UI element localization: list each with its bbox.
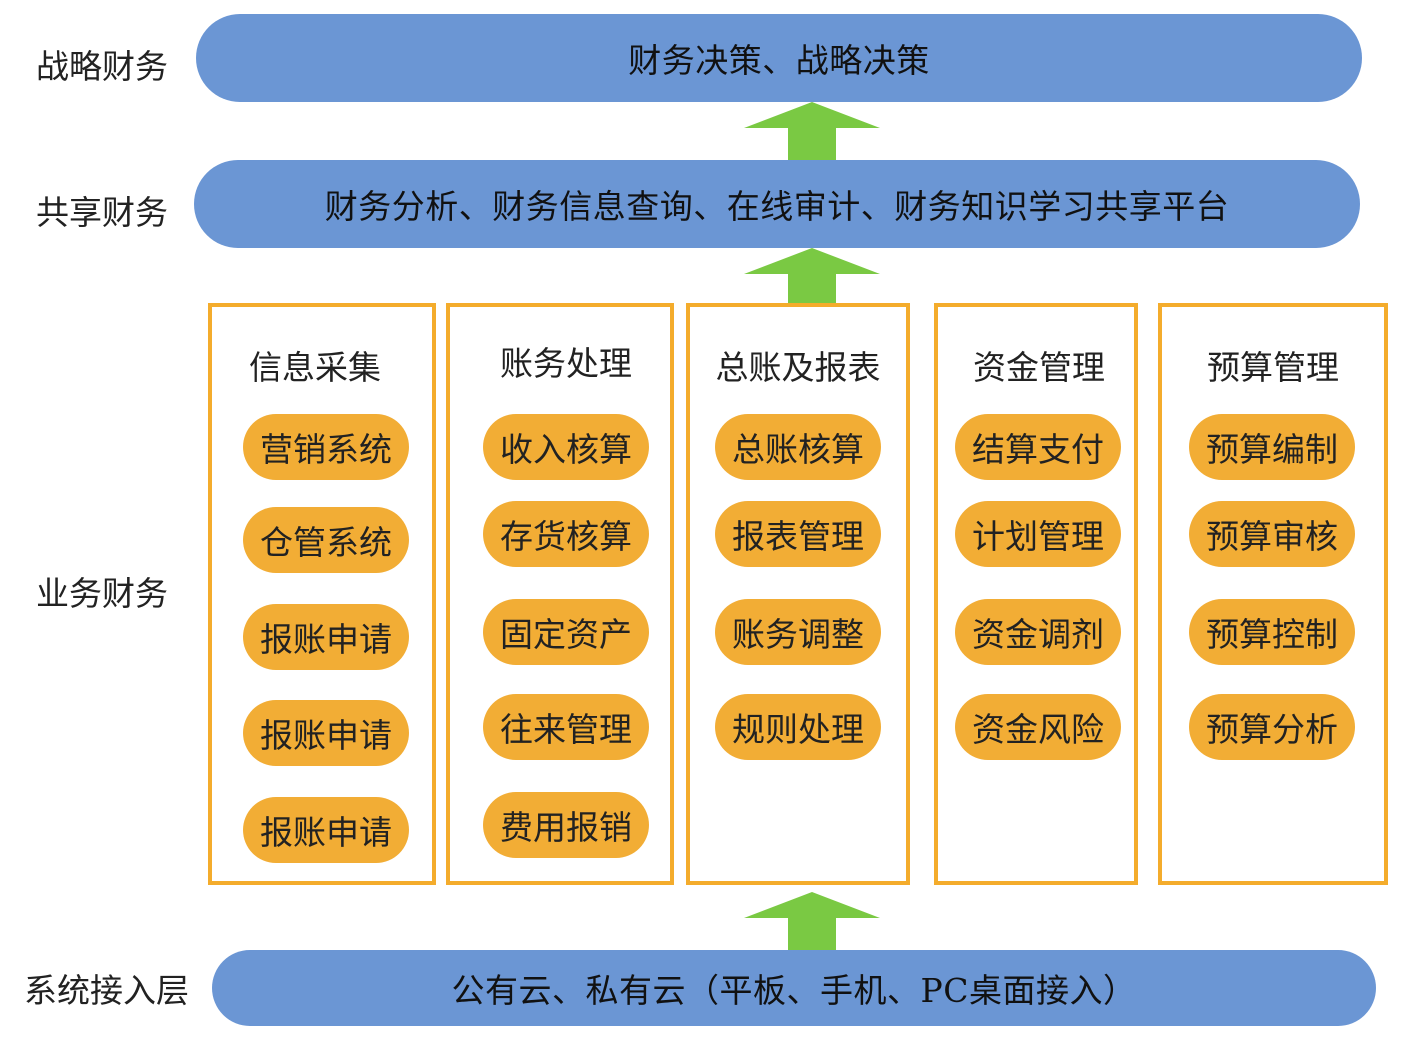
- module-accounting: 账务处理 收入核算 存货核算 固定资产 往来管理 费用报销: [446, 303, 674, 885]
- shared-band-text: 财务分析、财务信息查询、在线审计、财务知识学习共享平台: [324, 187, 1230, 226]
- module-budget: 预算管理 预算编制 预算审核 预算控制 预算分析: [1158, 303, 1388, 885]
- up-arrow-icon: [744, 248, 880, 306]
- module-item: 存货核算: [483, 501, 649, 567]
- module-item: 规则处理: [715, 694, 881, 760]
- module-item: 预算控制: [1189, 599, 1355, 665]
- module-funds: 资金管理 结算支付 计划管理 资金调剂 资金风险: [934, 303, 1138, 885]
- module-title: 信息采集: [249, 348, 381, 387]
- module-item: 预算编制: [1189, 414, 1355, 480]
- module-item: 计划管理: [955, 501, 1121, 567]
- layer-label-strategic: 战略财务: [36, 47, 168, 86]
- up-arrow-icon: [744, 892, 880, 950]
- module-item: 预算审核: [1189, 501, 1355, 567]
- module-item: 收入核算: [483, 414, 649, 480]
- module-title: 总账及报表: [715, 348, 881, 387]
- access-band: 公有云、私有云（平板、手机、PC桌面接入）: [212, 950, 1376, 1026]
- module-info-collection: 信息采集 营销系统 仓管系统 报账申请 报账申请 报账申请: [208, 303, 436, 885]
- module-item: 资金调剂: [955, 599, 1121, 665]
- module-title: 预算管理: [1207, 348, 1339, 387]
- module-title: 账务处理: [500, 344, 632, 383]
- module-ledger-reports: 总账及报表 总账核算 报表管理 账务调整 规则处理: [686, 303, 910, 885]
- module-item: 费用报销: [483, 792, 649, 858]
- layer-label-access: 系统接入层: [24, 971, 189, 1010]
- module-item: 报账申请: [243, 797, 409, 863]
- module-item: 仓管系统: [243, 507, 409, 573]
- strategic-band-text: 财务决策、战略决策: [628, 41, 930, 80]
- module-item: 固定资产: [483, 599, 649, 665]
- strategic-band: 财务决策、战略决策: [196, 14, 1362, 102]
- module-item: 结算支付: [955, 414, 1121, 480]
- access-band-text: 公有云、私有云（平板、手机、PC桌面接入）: [451, 971, 1137, 1010]
- up-arrow-icon: [744, 102, 880, 160]
- module-item: 预算分析: [1189, 694, 1355, 760]
- module-item: 报账申请: [243, 604, 409, 670]
- module-item: 报表管理: [715, 501, 881, 567]
- shared-band: 财务分析、财务信息查询、在线审计、财务知识学习共享平台: [194, 160, 1360, 248]
- module-item: 报账申请: [243, 700, 409, 766]
- module-item: 账务调整: [715, 599, 881, 665]
- module-item: 往来管理: [483, 694, 649, 760]
- module-item: 营销系统: [243, 414, 409, 480]
- layer-label-shared: 共享财务: [36, 193, 168, 232]
- layer-label-business: 业务财务: [36, 574, 168, 613]
- module-item: 总账核算: [715, 414, 881, 480]
- module-title: 资金管理: [973, 348, 1105, 387]
- module-item: 资金风险: [955, 694, 1121, 760]
